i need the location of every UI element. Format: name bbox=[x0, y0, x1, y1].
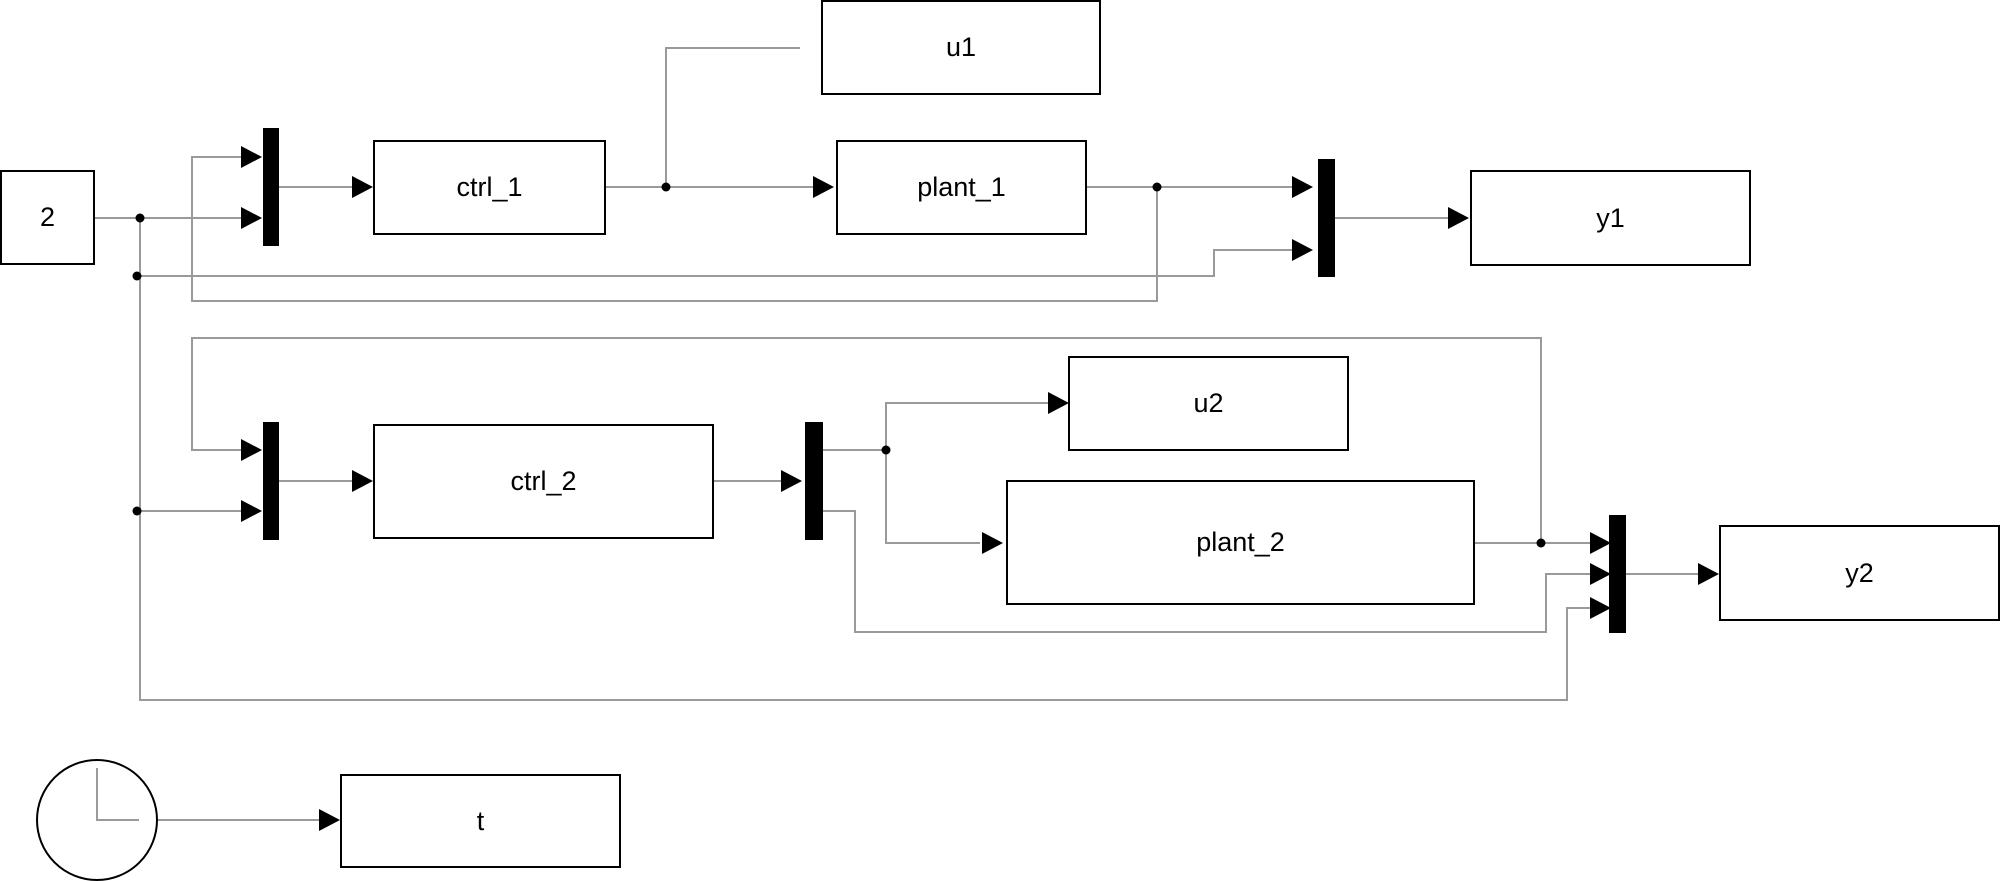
branch-dot bbox=[1152, 182, 1162, 192]
arrow-into-y2-mux-in2 bbox=[1590, 563, 1611, 585]
branch-dot bbox=[661, 182, 671, 192]
ctrl-1-block[interactable]: ctrl_1 bbox=[373, 140, 606, 235]
branch-dot bbox=[135, 213, 145, 223]
constant-block[interactable]: 2 bbox=[0, 170, 95, 265]
arrow-into-y1 bbox=[1448, 207, 1469, 229]
wires bbox=[95, 47, 1698, 821]
arrow-into-t bbox=[319, 809, 340, 831]
demux-ctrl2[interactable] bbox=[805, 422, 823, 540]
arrow-into-y2 bbox=[1698, 563, 1719, 585]
ctrl-2-block[interactable]: ctrl_2 bbox=[373, 424, 714, 539]
arrow-into-mux1-in2 bbox=[241, 207, 262, 229]
wire-demux-to-y2-mux bbox=[823, 510, 1590, 633]
mux-2[interactable] bbox=[263, 422, 279, 540]
plant-1-label: plant_1 bbox=[917, 172, 1006, 202]
branch-dot bbox=[881, 445, 891, 455]
clock-block[interactable] bbox=[36, 759, 158, 881]
arrow-into-plant2 bbox=[982, 532, 1003, 554]
plant-1-block[interactable]: plant_1 bbox=[836, 140, 1087, 235]
t-label: t bbox=[476, 805, 485, 836]
constant-value: 2 bbox=[39, 202, 56, 232]
branch-dot bbox=[1536, 538, 1546, 548]
u1-block[interactable]: u1 bbox=[821, 0, 1101, 95]
arrow-into-ctrl1 bbox=[352, 176, 373, 198]
wire-constant-to-y2-mux bbox=[139, 218, 1590, 701]
wire-ctrl1-to-u1 bbox=[665, 47, 800, 187]
arrow-into-plant1 bbox=[813, 176, 834, 198]
wire-plant2-feedback bbox=[191, 337, 1542, 543]
arrow-into-demux bbox=[781, 470, 802, 492]
wire-plant1-feedback bbox=[191, 156, 1158, 302]
y2-block[interactable]: y2 bbox=[1719, 525, 2000, 621]
branch-dot bbox=[132, 271, 142, 281]
arrow-into-y1-mux-in1 bbox=[1292, 176, 1313, 198]
arrowheads bbox=[241, 37, 1719, 831]
wire-constant-to-y1-mux bbox=[137, 249, 1292, 277]
mux-1[interactable] bbox=[263, 128, 279, 246]
clock-hands bbox=[96, 768, 139, 821]
wire-demux-to-plant2 bbox=[885, 450, 980, 544]
ctrl-2-label: ctrl_2 bbox=[510, 466, 577, 496]
arrow-into-y2-mux-in3 bbox=[1590, 597, 1611, 619]
arrow-into-mux1-in1 bbox=[241, 146, 262, 168]
plant-2-label: plant_2 bbox=[1196, 527, 1285, 557]
branch-points bbox=[132, 182, 1546, 548]
u2-block[interactable]: u2 bbox=[1068, 356, 1349, 451]
arrow-into-y2-mux-in1 bbox=[1590, 532, 1611, 554]
t-block[interactable]: t bbox=[340, 774, 621, 868]
u1-label: u1 bbox=[945, 32, 977, 62]
plant-2-block[interactable]: plant_2 bbox=[1006, 480, 1475, 605]
arrow-into-u2 bbox=[1048, 392, 1069, 414]
arrow-into-ctrl2 bbox=[352, 470, 373, 492]
u2-label: u2 bbox=[1193, 388, 1224, 418]
mux-y1[interactable] bbox=[1318, 159, 1335, 277]
arrow-into-mux2-in2 bbox=[241, 500, 262, 522]
mux-y2[interactable] bbox=[1609, 515, 1626, 633]
branch-dot bbox=[132, 506, 142, 516]
y1-label: y1 bbox=[1596, 202, 1625, 233]
y1-block[interactable]: y1 bbox=[1470, 170, 1751, 266]
ctrl-1-label: ctrl_1 bbox=[456, 172, 523, 202]
arrow-into-y1-mux-in2 bbox=[1292, 239, 1313, 261]
y2-label: y2 bbox=[1845, 557, 1874, 588]
wire-demux-to-u2 bbox=[823, 402, 1048, 451]
arrow-into-mux2-in1 bbox=[241, 439, 262, 461]
